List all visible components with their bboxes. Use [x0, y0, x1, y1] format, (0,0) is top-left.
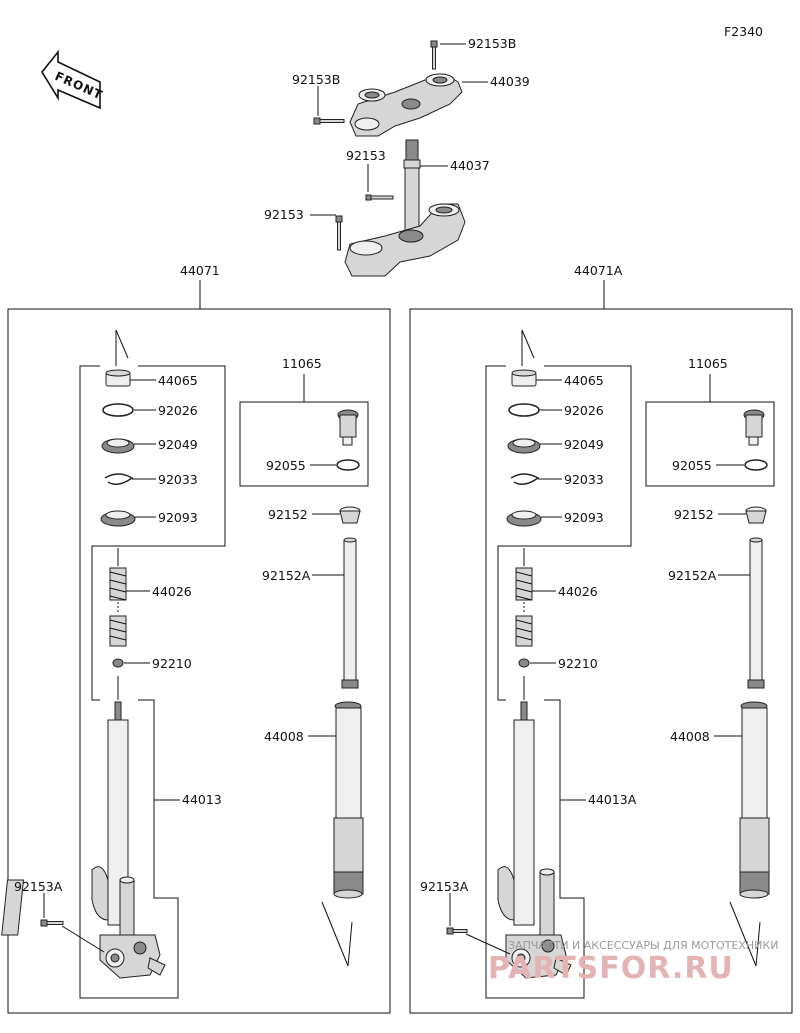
bolt-lower [335, 215, 343, 251]
part-92033-left [104, 473, 134, 485]
label-92026-right: 92026 [564, 403, 604, 418]
label-92153a-right: 92153A [420, 879, 469, 894]
spring-right [515, 548, 533, 647]
label-44026-right: 44026 [558, 584, 598, 599]
spring-left [109, 548, 127, 647]
part-92033-right [510, 473, 540, 485]
inner-tube-left [1, 676, 166, 979]
label-bolt-top-left: 92153B [292, 72, 340, 87]
part-92049-left [101, 438, 135, 454]
label-steering-stem: 44037 [450, 158, 490, 173]
label-44008-right: 44008 [670, 729, 710, 744]
label-92033-right: 92033 [564, 472, 604, 487]
label-44013a-right: 44013A [588, 792, 637, 807]
outer-tube-right [739, 701, 770, 899]
part-cap-assembly-left [337, 409, 359, 446]
label-44065-right: 44065 [564, 373, 604, 388]
part-92210-left [112, 658, 124, 668]
part-92026-right [508, 403, 540, 417]
part-92152-right [745, 506, 767, 524]
bolt-mid [365, 194, 394, 201]
label-assembly-left: 44071 [180, 263, 220, 278]
front-arrow-icon: FRONT [41, 49, 105, 110]
fork-box-left [7, 308, 391, 1014]
label-assembly-right: 44071A [574, 263, 623, 278]
part-92093-left [100, 510, 136, 527]
part-44065-right [511, 369, 537, 387]
watermark-logo: PARTSFOR.RU [488, 951, 734, 986]
label-92049-left: 92049 [158, 437, 198, 452]
upper-bracket [349, 73, 463, 137]
label-92055-right: 92055 [672, 458, 712, 473]
part-92026-left [102, 403, 134, 417]
part-92152-left [339, 506, 361, 524]
label-92093-right: 92093 [564, 510, 604, 525]
label-92153a-left: 92153A [14, 879, 63, 894]
label-44026-left: 44026 [152, 584, 192, 599]
label-92033-left: 92033 [158, 472, 198, 487]
label-bolt-lower: 92153 [264, 207, 304, 222]
part-92093-right [506, 510, 542, 527]
part-92210-right [518, 658, 530, 668]
label-bolt-mid: 92153 [346, 148, 386, 163]
label-11065-left: 11065 [282, 356, 322, 371]
label-upper-bracket: 44039 [490, 74, 530, 89]
part-cap-assembly-right [743, 409, 765, 446]
label-92093-left: 92093 [158, 510, 198, 525]
part-44065-left [105, 369, 131, 387]
label-92152-left: 92152 [268, 507, 308, 522]
label-92055-left: 92055 [266, 458, 306, 473]
part-92055-left [336, 459, 360, 471]
label-92152-right: 92152 [674, 507, 714, 522]
label-92210-left: 92210 [152, 656, 192, 671]
bolt-top-right [430, 40, 438, 70]
steering-stem [403, 139, 421, 237]
label-44065-left: 44065 [158, 373, 198, 388]
part-92152a-left [341, 537, 359, 689]
label-44013-left: 44013 [182, 792, 222, 807]
bolt-92153a-left [40, 919, 64, 927]
lower-bracket [344, 203, 466, 277]
kit-box-left [239, 401, 369, 487]
label-92210-right: 92210 [558, 656, 598, 671]
part-92055-right [744, 459, 768, 471]
label-92152a-right: 92152A [668, 568, 717, 583]
bolt-92153a-right [446, 927, 468, 935]
label-bolt-top-right: 92153B [468, 36, 516, 51]
kit-box-right [645, 401, 775, 487]
inner-tube-right [497, 676, 572, 979]
label-44008-left: 44008 [264, 729, 304, 744]
figure-code: F2340 [724, 24, 763, 39]
part-92152a-right [747, 537, 765, 689]
watermark-tagline: ЗАПЧАСТИ И АКСЕССУАРЫ ДЛЯ МОТОТЕХНИКИ [508, 939, 778, 952]
part-92049-right [507, 438, 541, 454]
label-92152a-left: 92152A [262, 568, 311, 583]
fork-box-right [409, 308, 793, 1014]
label-11065-right: 11065 [688, 356, 728, 371]
label-92026-left: 92026 [158, 403, 198, 418]
label-92049-right: 92049 [564, 437, 604, 452]
bolt-top-left [313, 117, 345, 125]
outer-tube-left [333, 701, 364, 899]
